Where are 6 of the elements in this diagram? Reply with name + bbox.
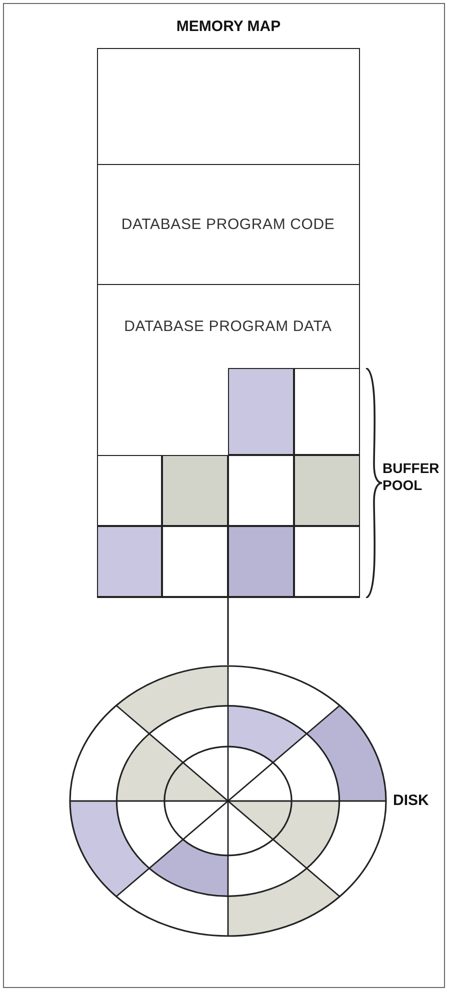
brace-label: BUFFER POOL [382, 460, 440, 494]
diagram-heading: MEMORY MAP [175, 18, 282, 35]
connector-line [227, 598, 229, 665]
disk-label: DISK [393, 792, 429, 809]
section-label: DATABASE PROGRAM CODE [120, 216, 336, 232]
section-label: DATABASE PROGRAM DATA [123, 318, 333, 334]
